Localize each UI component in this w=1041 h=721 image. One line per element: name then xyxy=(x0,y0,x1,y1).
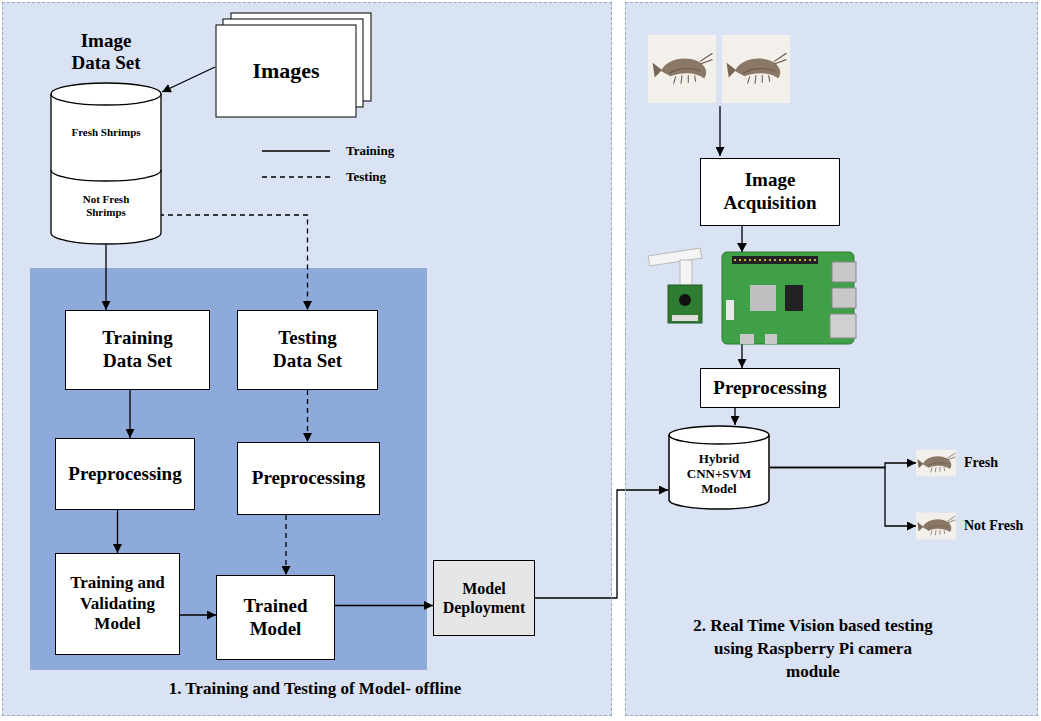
process-box: Training and Validating Model xyxy=(55,553,180,655)
connector-arrow xyxy=(117,510,118,553)
connector-arrow xyxy=(162,67,215,92)
result-label: Not Fresh xyxy=(964,518,1023,534)
connector-arrow xyxy=(535,490,668,598)
process-box: Training Data Set xyxy=(65,310,210,390)
shrimp-photo xyxy=(648,35,716,103)
cylinder-label: Hybrid CNN+SVM Model xyxy=(678,445,760,501)
panel: 1. Training and Testing of Model- offlin… xyxy=(2,2,612,716)
connector-arrow xyxy=(335,605,433,606)
legend-line-sample xyxy=(262,144,332,158)
deployment-box: Model Deployment xyxy=(433,560,535,636)
arrow-head xyxy=(737,243,747,252)
connector-arrow xyxy=(307,390,308,442)
box-text: Preprocessing xyxy=(68,463,181,486)
box-text: Preprocessing xyxy=(252,467,365,490)
section-label: Not Fresh Shrimps xyxy=(66,193,146,219)
panel-caption: 2. Real Time Vision based testing using … xyxy=(693,615,933,684)
connector-arrow xyxy=(129,390,130,438)
result-label: Fresh xyxy=(964,455,998,471)
process-box: Testing Data Set xyxy=(237,310,378,390)
result-icon: Fresh xyxy=(916,447,1026,479)
panel: 2. Real Time Vision based testing using … xyxy=(625,2,1038,716)
box-text: Testing Data Set xyxy=(258,327,358,373)
box-text: Image Acquisition xyxy=(720,169,820,215)
legend-text: Testing xyxy=(346,169,386,185)
database-cylinder: Image Data SetFresh ShrimpsNot Fresh Shr… xyxy=(50,30,162,245)
legend-line-sample xyxy=(262,170,332,184)
document-label: Images xyxy=(216,25,356,117)
legend-item: Training xyxy=(262,143,394,159)
shrimp-icon xyxy=(916,512,956,540)
input-arrow xyxy=(719,106,720,156)
legend-item: Testing xyxy=(262,169,386,185)
box-text: Model Deployment xyxy=(440,579,528,617)
section-label: Fresh Shrimps xyxy=(56,126,156,139)
shrimp-icon xyxy=(916,449,956,477)
cylinder-title: Image Data Set xyxy=(64,30,148,74)
box-text: Training and Validating Model xyxy=(63,573,173,634)
camera-module xyxy=(648,248,702,323)
panel-caption: 1. Training and Testing of Model- offlin… xyxy=(100,678,530,701)
panel-ground xyxy=(625,2,1038,716)
process-box: Preprocessing xyxy=(237,442,380,515)
process-box: Preprocessing xyxy=(55,438,195,510)
connector-arrow xyxy=(180,614,216,615)
connector-arrow xyxy=(734,408,735,425)
raspberry-pi-board xyxy=(722,252,856,344)
connector-arrow xyxy=(285,515,286,575)
document-stack: Images xyxy=(215,12,372,118)
connector-arrow xyxy=(770,463,916,468)
box-text: Trained Model xyxy=(236,595,316,641)
connector-arrow xyxy=(770,468,916,527)
box-text: Preprocessing xyxy=(713,377,826,400)
process-box: Preprocessing xyxy=(700,368,840,408)
process-box: Trained Model xyxy=(216,575,335,660)
box-text: Training Data Set xyxy=(88,327,188,373)
connector-arrow xyxy=(159,215,308,310)
shrimp-photo xyxy=(722,35,790,103)
result-icon: Not Fresh xyxy=(916,510,1034,542)
connector-arrow xyxy=(105,245,106,310)
model-cylinder: Hybrid CNN+SVM Model xyxy=(668,425,770,510)
process-box: Image Acquisition xyxy=(700,158,840,226)
legend-text: Training xyxy=(346,143,394,159)
